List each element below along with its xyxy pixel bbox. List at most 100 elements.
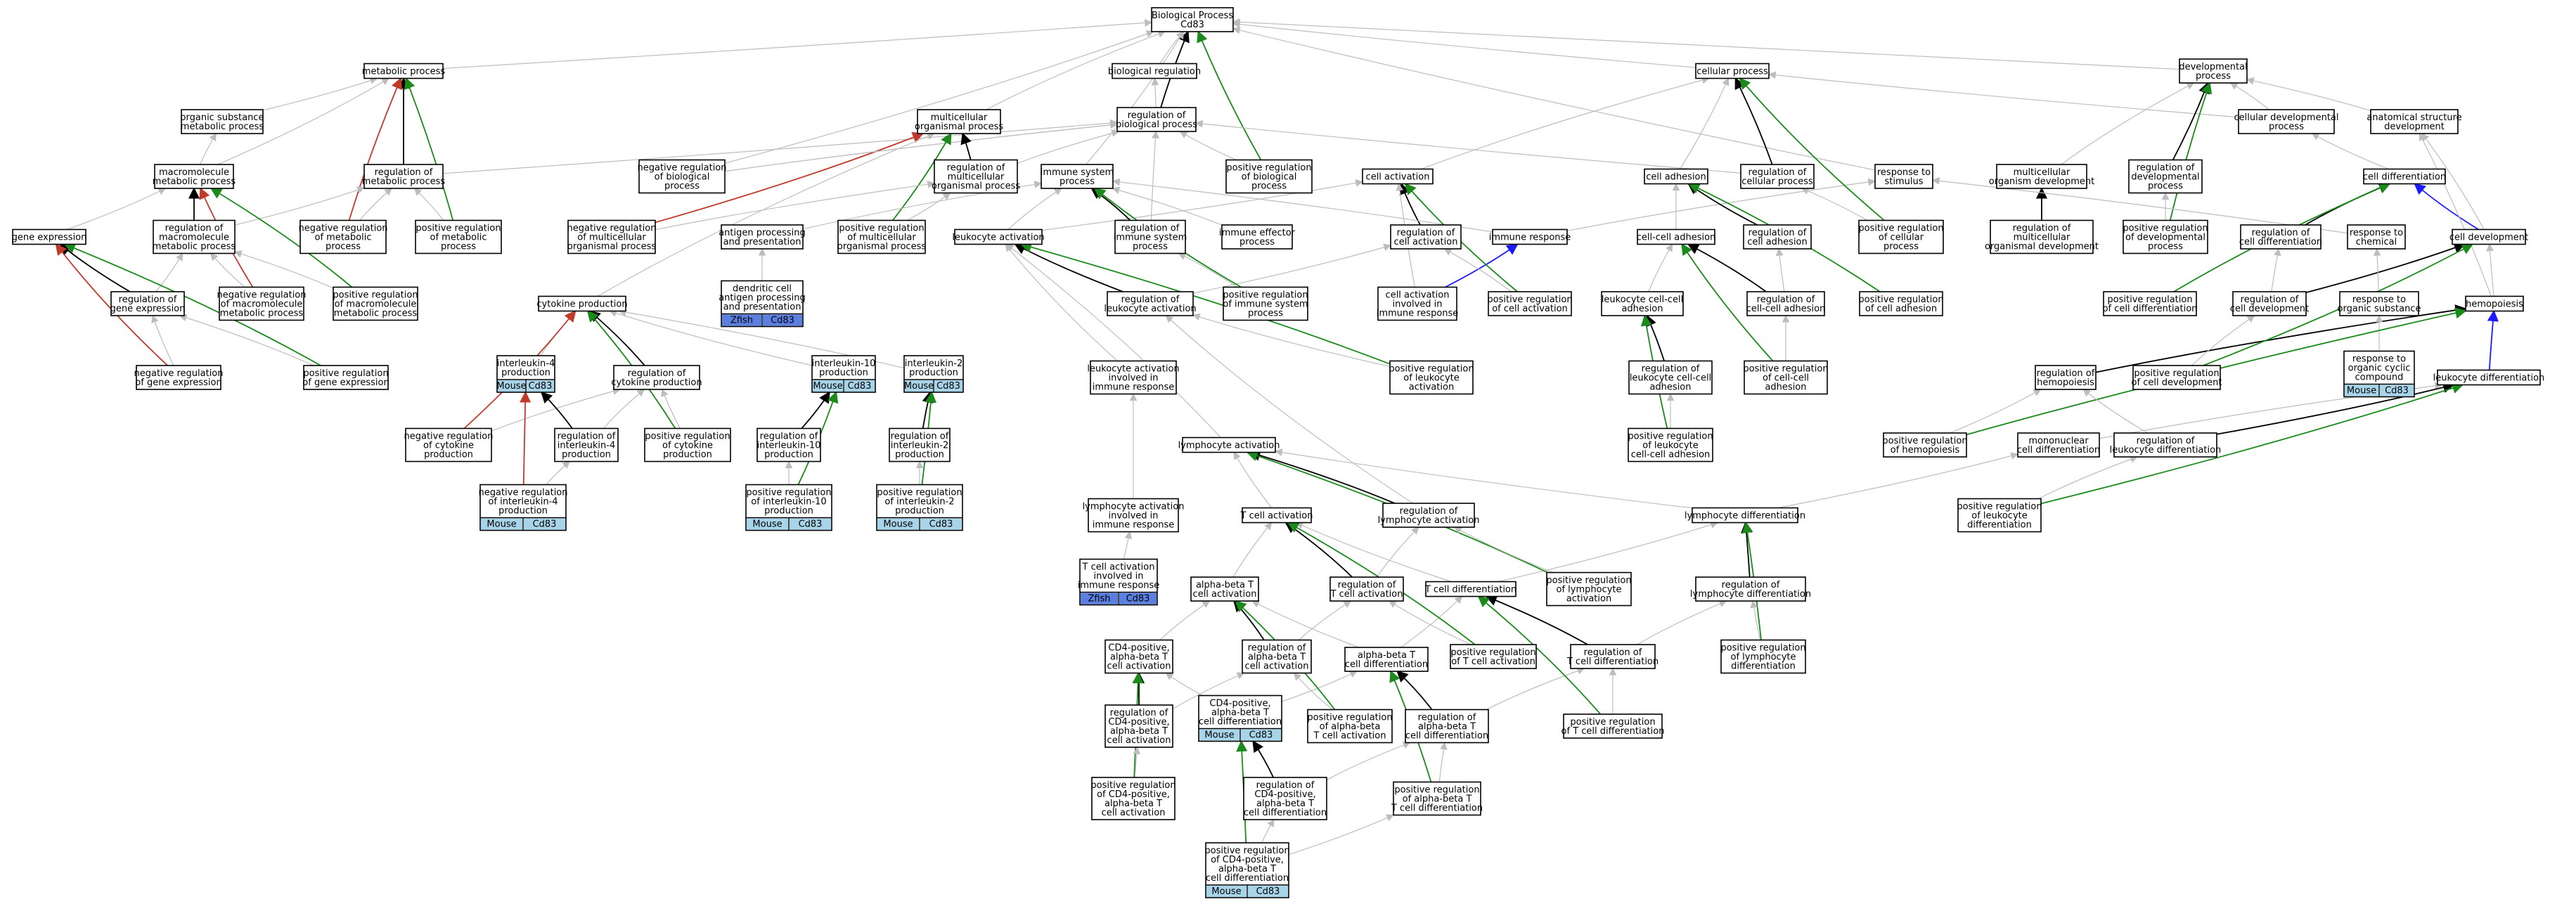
- go-term-node-lymphdiff[interactable]: lymphocyte differentiation: [1685, 507, 1805, 524]
- go-term-node-cellact[interactable]: cell activation: [1362, 168, 1434, 185]
- species-tag[interactable]: Mouse: [752, 519, 782, 530]
- species-tag[interactable]: Mouse: [496, 381, 526, 392]
- go-term-node-regtcellact[interactable]: regulation ofT cell activation: [1329, 576, 1404, 602]
- gene-tag[interactable]: Cd83: [2385, 386, 2409, 396]
- species-tag[interactable]: Mouse: [813, 381, 842, 392]
- go-term-node-tcellact[interactable]: T cell activation: [1240, 507, 1313, 524]
- species-tag[interactable]: Mouse: [904, 381, 934, 392]
- go-term-node-geneexp[interactable]: gene expression: [12, 228, 87, 245]
- go-term-node-regtcelldiff[interactable]: regulation ofT cell differentiation: [1566, 644, 1659, 669]
- species-tag[interactable]: Mouse: [1204, 730, 1234, 741]
- gene-tag[interactable]: Cd83: [929, 519, 953, 530]
- species-tag[interactable]: Mouse: [883, 519, 913, 530]
- species-tag[interactable]: Mouse: [1211, 886, 1241, 897]
- go-term-node-cellproc[interactable]: cellular process: [1695, 63, 1770, 79]
- go-term-node-celldiff[interactable]: cell differentiation: [2363, 168, 2446, 185]
- gene-tag[interactable]: Cd83: [799, 519, 823, 530]
- go-term-node-cytoprod[interactable]: cytokine production: [536, 295, 628, 312]
- go-term-node-biolreg[interactable]: biological regulation: [1108, 63, 1201, 79]
- go-term-node-tcelldiff[interactable]: T cell differentiation: [1424, 581, 1516, 597]
- species-tag[interactable]: Mouse: [2347, 386, 2376, 396]
- gene-tag[interactable]: Cd83: [1256, 886, 1280, 897]
- go-term-node-celladh[interactable]: cell adhesion: [1644, 168, 1708, 185]
- species-tag[interactable]: Zfish: [1088, 594, 1110, 605]
- gene-tag[interactable]: Cd83: [771, 316, 794, 326]
- go-term-node-ccadh[interactable]: cell-cell adhesion: [1637, 228, 1716, 245]
- gene-tag[interactable]: Cd83: [529, 381, 553, 392]
- go-term-node-leukdiff[interactable]: leukocyte differentiation: [2433, 369, 2545, 386]
- gene-tag[interactable]: Cd83: [936, 381, 960, 392]
- gene-tag[interactable]: Cd83: [1126, 594, 1150, 605]
- go-term-node-immresp[interactable]: immune response: [1489, 228, 1571, 245]
- go-term-node-hemo[interactable]: hemopoiesis: [2465, 295, 2524, 312]
- species-tag[interactable]: Zfish: [730, 316, 753, 326]
